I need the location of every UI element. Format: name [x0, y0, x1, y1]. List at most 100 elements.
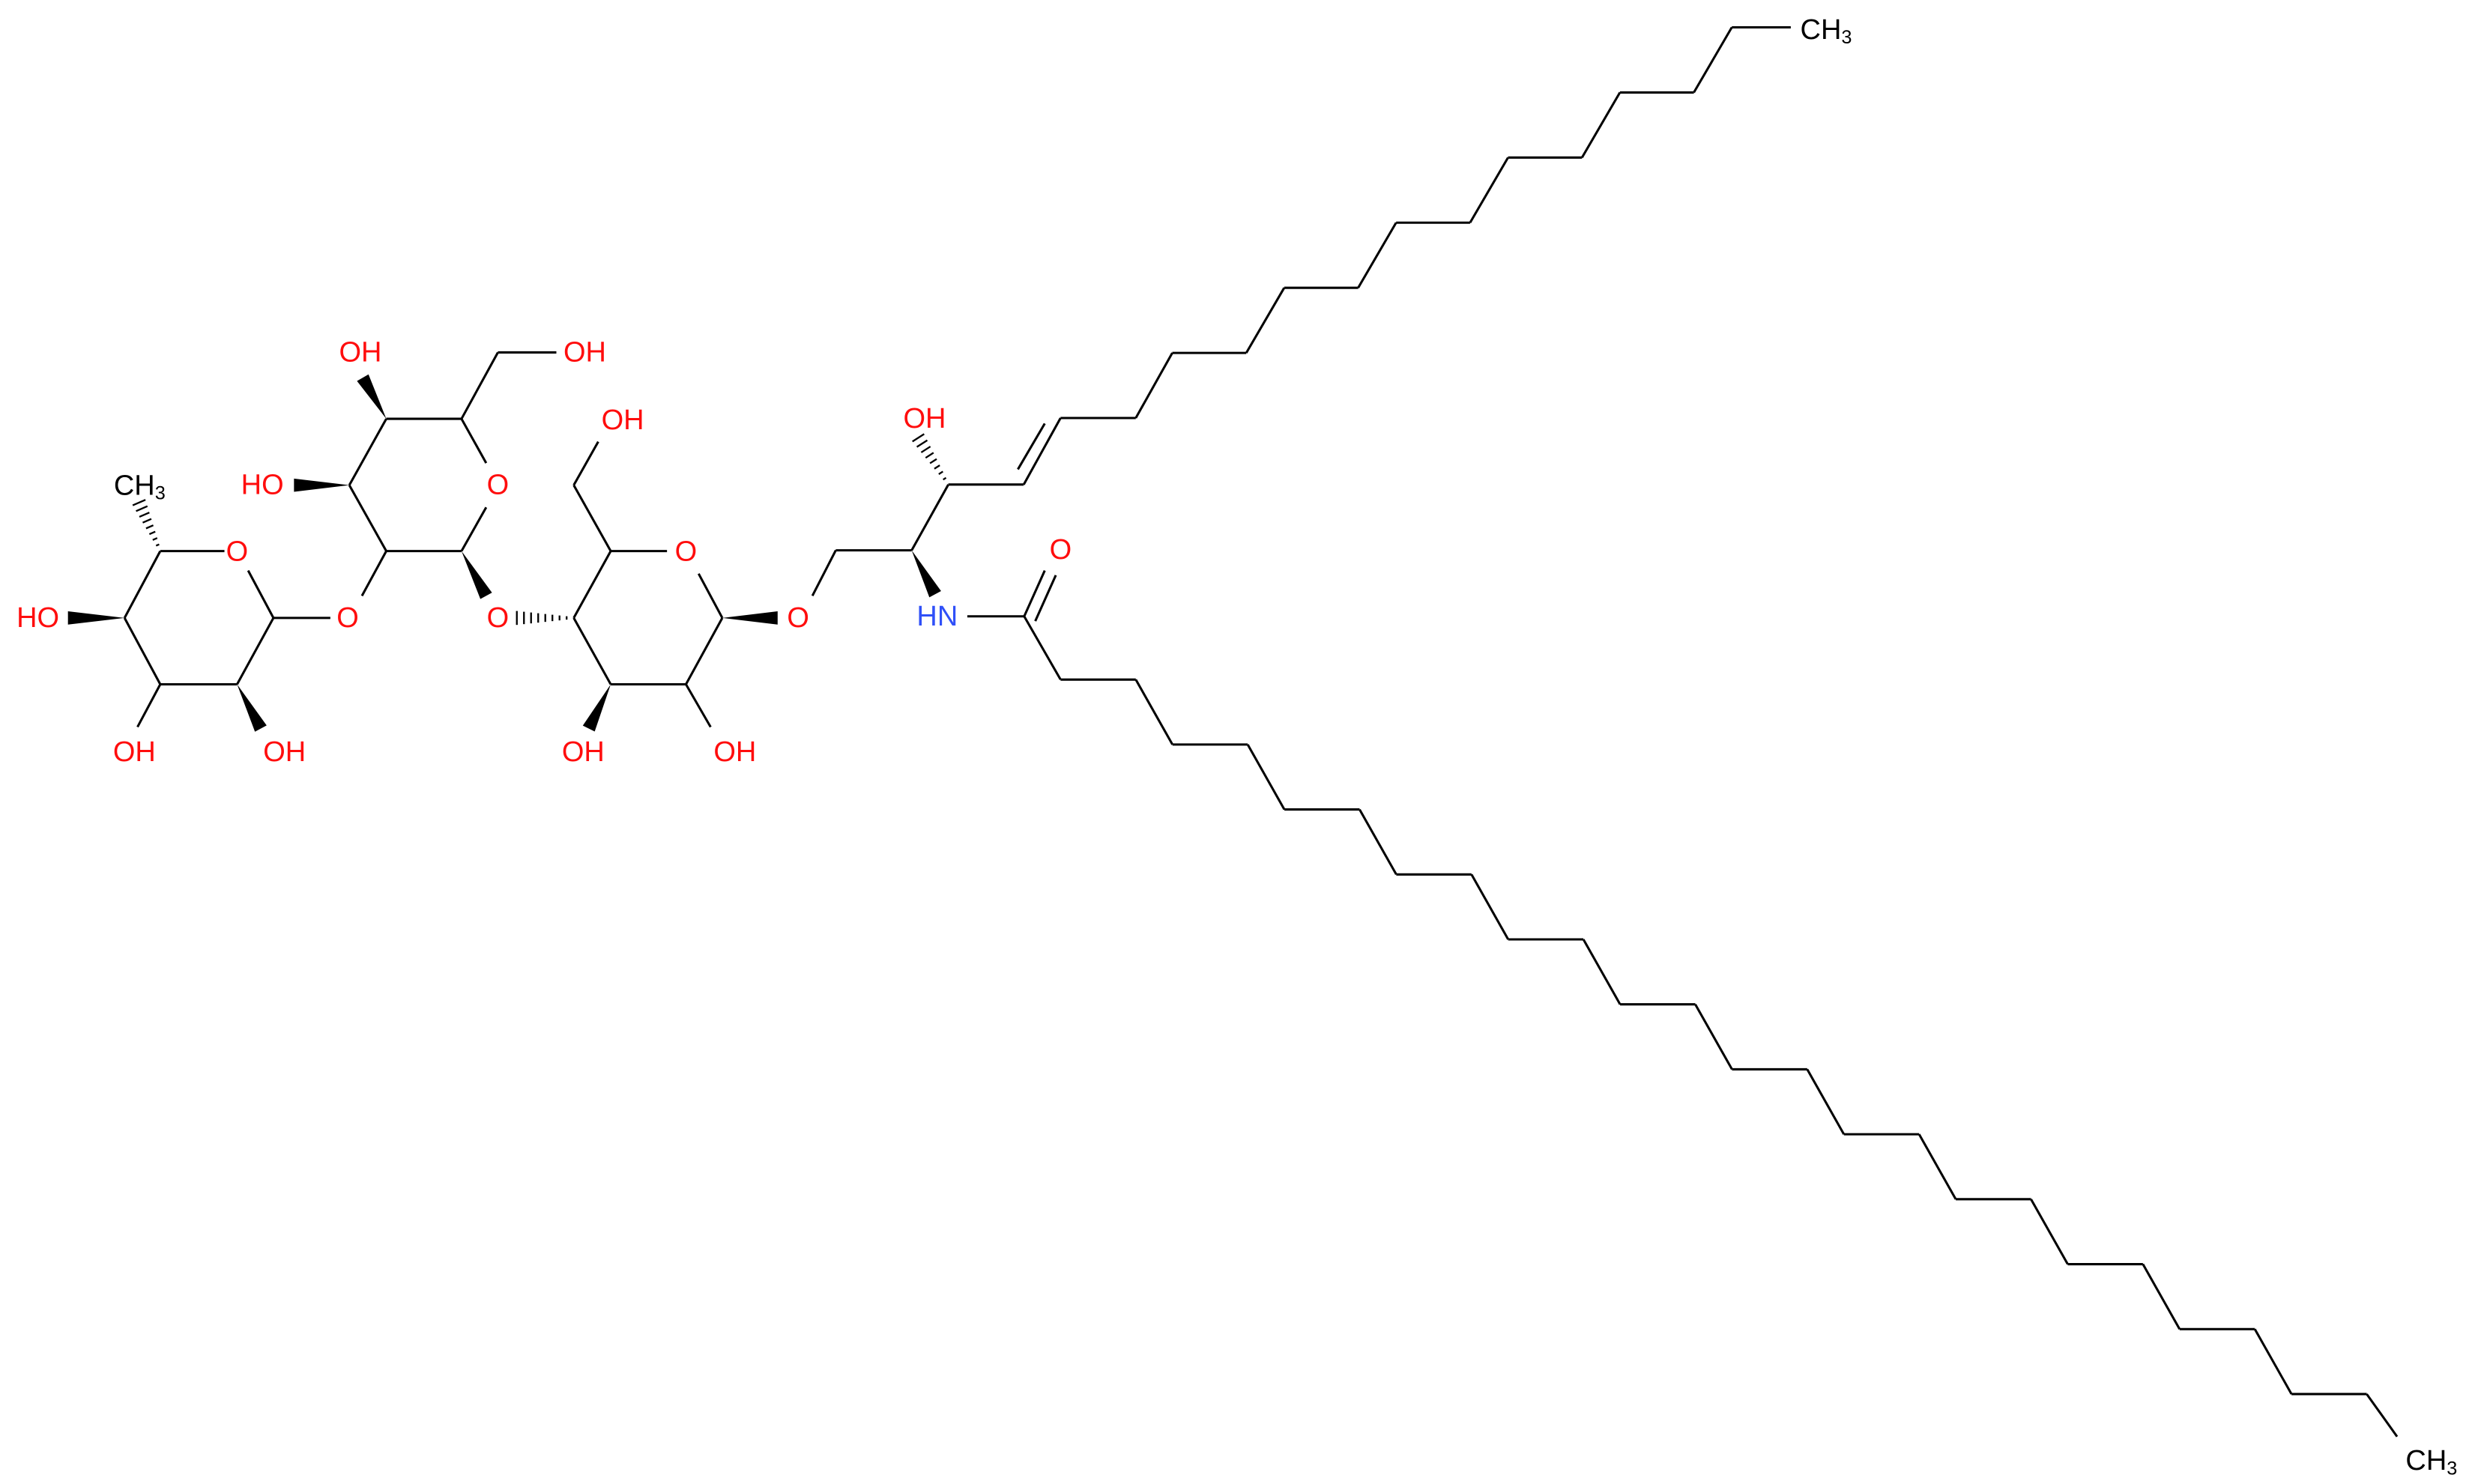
- methyl-ch-text: CH: [114, 470, 155, 501]
- alkyl-chain-bond: [1023, 616, 1062, 680]
- hash-stroke: [148, 530, 156, 536]
- wedge-bond: [357, 374, 387, 420]
- bond: [123, 617, 162, 685]
- alkyl-chain-bond: [1357, 222, 1397, 288]
- hash-stroke: [145, 524, 154, 530]
- hash-stroke: [929, 458, 937, 464]
- hash-stroke: [916, 439, 928, 448]
- hash-stroke: [934, 464, 940, 470]
- alkyl-chain-bond: [1918, 1133, 1957, 1200]
- methyl-ch-text: CH: [2405, 1445, 2447, 1477]
- wedge-bond: [67, 611, 125, 625]
- methyl-subscript: 3: [2447, 1458, 2457, 1479]
- hydroxymethyl-label: OH: [563, 336, 606, 368]
- bond: [685, 617, 724, 685]
- double-bond: [1017, 423, 1046, 470]
- bond: [697, 573, 724, 619]
- alkyl-chain-bond: [1580, 91, 1622, 159]
- methyl-label: CH3: [114, 470, 166, 503]
- bond: [247, 569, 275, 619]
- wedge-bond: [722, 611, 778, 625]
- hash-stroke: [925, 452, 934, 459]
- hydroxyl-label: OH: [562, 736, 605, 768]
- hashed-bond: [912, 433, 947, 481]
- wedge-bond: [294, 478, 350, 492]
- bond: [572, 484, 612, 552]
- bond: [572, 440, 599, 486]
- methyl-ch-text: CH: [1801, 14, 1842, 46]
- hashed-bond: [516, 611, 568, 626]
- ring-oxygen-label: O: [226, 536, 249, 567]
- wedge-bond: [582, 684, 611, 732]
- hydroxyl-label: OH: [903, 403, 946, 434]
- methyl-label: CH3: [1801, 14, 1852, 48]
- bond: [811, 549, 837, 597]
- double-bond: [1023, 569, 1046, 617]
- wedge-bond: [911, 550, 941, 598]
- amide-nh-label: HN: [916, 601, 958, 632]
- alkyl-chain-bond: [1134, 352, 1173, 419]
- wedge-bond: [237, 684, 267, 732]
- bond: [460, 351, 499, 420]
- double-bond: [1022, 417, 1062, 485]
- hash-stroke: [152, 537, 158, 541]
- alkyl-chain-bond: [1694, 1003, 1733, 1070]
- alkyl-chain-bond: [1359, 808, 1397, 876]
- alkyl-chain-bond: [1246, 744, 1286, 811]
- glycosidic-oxygen-label: O: [336, 602, 359, 634]
- bond: [136, 683, 162, 728]
- bond: [348, 418, 387, 486]
- hydroxyl-label: HO: [241, 470, 284, 501]
- alkyl-chain-bond: [1470, 873, 1510, 940]
- bond: [572, 617, 612, 685]
- alkyl-chain-bond: [2366, 1393, 2399, 1438]
- hydroxyl-label: OH: [713, 736, 756, 768]
- carbonyl-oxygen-label: O: [1050, 534, 1072, 566]
- alkyl-chain-bond: [1582, 939, 1622, 1005]
- hydroxyl-label: OH: [339, 336, 381, 368]
- alkyl-chain-bond: [1806, 1068, 1846, 1135]
- methyl-label: CH3: [2405, 1445, 2457, 1479]
- hash-stroke: [920, 446, 931, 453]
- hash-stroke: [132, 499, 146, 506]
- methyl-subscript: 3: [155, 483, 166, 504]
- hydroxymethyl-label: OH: [602, 405, 644, 436]
- alkyl-chain-bond: [2253, 1328, 2293, 1395]
- glycosidic-oxygen-label: O: [787, 602, 809, 634]
- hydroxyl-label: OH: [263, 736, 306, 768]
- alkyl-chain-bond: [1134, 679, 1174, 745]
- alkyl-chain-bond: [2030, 1199, 2069, 1265]
- bond: [460, 506, 488, 552]
- bond: [572, 550, 612, 619]
- alkyl-chain-bond: [1245, 287, 1286, 354]
- bond: [685, 683, 712, 728]
- bond: [123, 550, 162, 619]
- hydroxyl-label: OH: [113, 736, 156, 768]
- wedge-bond: [461, 551, 492, 599]
- hash-stroke: [142, 518, 152, 524]
- alkyl-chain-bond: [2142, 1263, 2181, 1330]
- hash-stroke: [912, 433, 925, 443]
- ring-oxygen-label: O: [487, 470, 510, 501]
- double-bond: [1034, 575, 1057, 622]
- alkyl-chain-bond: [1693, 26, 1733, 94]
- hashed-bond: [132, 499, 160, 547]
- hash-stroke: [139, 512, 150, 518]
- ring-oxygen-label: O: [675, 536, 698, 567]
- methyl-subscript: 3: [1841, 27, 1852, 48]
- bond: [360, 550, 387, 597]
- bond: [910, 484, 949, 551]
- alkyl-chain-bond: [1469, 157, 1509, 224]
- hash-stroke: [943, 476, 947, 481]
- hash-stroke: [938, 470, 943, 475]
- bond: [236, 617, 275, 685]
- hash-stroke: [155, 543, 160, 547]
- hydroxyl-label: HO: [16, 602, 59, 634]
- bond: [460, 418, 488, 464]
- glycosidic-oxygen-label: O: [487, 602, 510, 634]
- bonds-layer: [67, 25, 2399, 1438]
- hash-stroke: [136, 505, 148, 512]
- bond: [348, 484, 387, 552]
